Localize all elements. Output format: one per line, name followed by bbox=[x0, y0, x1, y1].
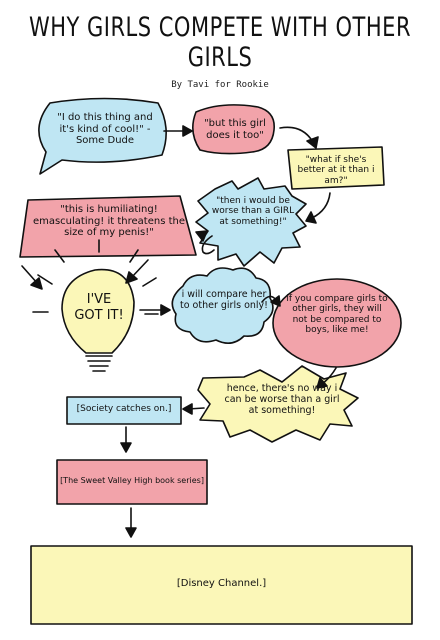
box-disney bbox=[30, 545, 413, 625]
lightbulb-rays bbox=[32, 239, 159, 315]
arrow-10-head bbox=[182, 403, 193, 415]
arrow-4-head bbox=[195, 230, 208, 242]
text-but-this-girl: "but this girl does it too" bbox=[204, 118, 266, 141]
arrow-3 bbox=[311, 192, 331, 219]
box-what-if bbox=[287, 146, 385, 190]
speech-bubble-dude bbox=[38, 97, 167, 175]
text-compare-girls: i will compare her to other girls only! bbox=[180, 289, 268, 311]
arrow-5-head bbox=[30, 277, 43, 290]
text-worse-than-girl: "then i would be worse than a GIRL at so… bbox=[211, 196, 295, 227]
box-society bbox=[66, 396, 182, 425]
page-title: WHY GIRLS COMPETE WITH OTHER GIRLS bbox=[28, 12, 412, 72]
text-what-if: "what if she's better at it than i am?" bbox=[297, 155, 375, 186]
arrow-12-head bbox=[125, 527, 137, 538]
byline: By Tavi for Rookie bbox=[171, 80, 269, 90]
arrow-2-head bbox=[306, 136, 319, 149]
box-sweet-valley bbox=[56, 459, 208, 505]
text-humiliating: "this is humiliating! emasculating! it t… bbox=[32, 204, 186, 238]
text-sweet-valley: [The Sweet Valley High book series] bbox=[60, 476, 204, 485]
starburst-worse-than-girl bbox=[195, 177, 307, 267]
lightbulb-base bbox=[85, 355, 113, 372]
text-dude-quote: "I do this thing and it's kind of cool!"… bbox=[57, 112, 153, 146]
arrow-4 bbox=[201, 235, 215, 255]
text-compare-boys: if you compare girls to other girls, the… bbox=[286, 294, 388, 336]
text-ive-got-it: I'VE GOT IT! bbox=[74, 292, 124, 323]
arrow-1-head bbox=[182, 125, 193, 137]
lightbulb bbox=[61, 268, 135, 354]
text-disney: [Disney Channel.] bbox=[176, 578, 267, 589]
text-society: [Society catches on.] bbox=[76, 404, 172, 414]
arrow-7-head bbox=[160, 304, 171, 316]
box-but-this-girl bbox=[192, 104, 275, 155]
arrow-6-head bbox=[125, 271, 138, 284]
text-no-way: hence, there's no way i can be worse tha… bbox=[224, 383, 340, 416]
cloud-compare-girls bbox=[171, 267, 274, 344]
arrow-9-head bbox=[316, 377, 328, 389]
arrow-11-head bbox=[120, 442, 132, 453]
oval-compare-boys bbox=[272, 278, 402, 368]
arrow-3-head bbox=[305, 211, 317, 224]
arrow-6 bbox=[130, 259, 149, 279]
box-humiliating bbox=[19, 195, 197, 258]
arrow-8-head bbox=[270, 295, 281, 307]
